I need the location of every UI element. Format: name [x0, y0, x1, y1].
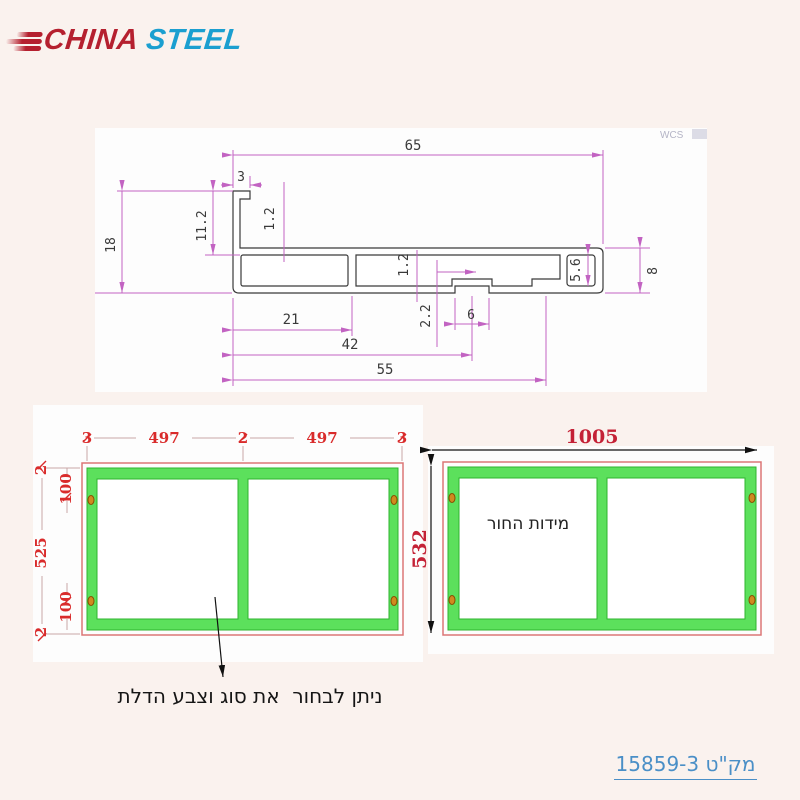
dim-top-497b: 497	[306, 429, 337, 447]
right-frame-hinges	[448, 493, 756, 605]
dim-11.2: 11.2	[195, 210, 210, 241]
right-frame-outer-border	[442, 461, 762, 636]
catalog-number-link[interactable]: מק"ט 15859-3	[613, 752, 758, 780]
hinge-icon	[448, 595, 456, 605]
hole-dimensions-label: מידות החור	[486, 514, 570, 534]
right-frame-door-panel-1	[458, 477, 598, 620]
hinge-icon	[448, 493, 456, 503]
dim-top-497a: 497	[148, 429, 179, 447]
hinge-icon	[748, 493, 756, 503]
left-frame-drawing: 3 497 2 497 3 2 100 525 100 2	[32, 405, 423, 662]
left-frame-door-panel-1	[96, 478, 239, 620]
dim-top-3b: 3	[397, 429, 407, 447]
left-frame-outer-border	[81, 462, 404, 636]
dim-1.2-top: 1.2	[263, 207, 278, 230]
dim-2.2: 2.2	[419, 304, 434, 327]
left-frame-dim-labels: 3 497 2 497 3 2 100 525 100 2	[32, 429, 407, 637]
hinge-icon	[87, 596, 95, 606]
dim-42: 42	[342, 337, 359, 353]
profile-drawing-panel: WCS	[95, 128, 707, 392]
dim-side-2a: 2	[32, 465, 50, 475]
dim-top-2: 2	[238, 429, 248, 447]
hinge-icon	[87, 495, 95, 505]
dim-5.6: 5.6	[569, 258, 584, 281]
profile-dimension-lines	[95, 150, 650, 386]
hinge-icon	[390, 495, 398, 505]
wcs-marker-icon	[692, 129, 707, 139]
profile-left-chamber	[240, 254, 349, 287]
hinge-icon	[748, 595, 756, 605]
dim-6: 6	[467, 308, 475, 323]
right-frame-dim-lines	[420, 446, 757, 633]
dim-65: 65	[405, 138, 422, 154]
wcs-label: WCS	[660, 130, 684, 141]
catalog-number: מק"ט 15859-3	[598, 752, 773, 780]
left-frame-dim-ticks	[37, 433, 407, 642]
hinge-icon	[390, 596, 398, 606]
dim-21: 21	[283, 312, 300, 328]
dim-8: 8	[646, 267, 661, 275]
door-choice-note: ניתן לבחור את סוג וצבע הדלת	[117, 684, 383, 708]
profile-main-chamber	[355, 254, 561, 287]
dim-18: 18	[104, 237, 119, 253]
profile-dimension-labels: 65 3 1.2 11.2 18 1.2 2.2 6 5.6 8 21 42 5…	[104, 138, 661, 378]
left-frame-door-panel-2	[247, 478, 390, 620]
dim-1005: 1005	[566, 426, 619, 448]
dim-1.2-mid: 1.2	[397, 253, 412, 276]
dim-side-100a: 100	[57, 473, 75, 504]
dim-side-100b: 100	[57, 591, 75, 622]
dim-top-3a: 3	[82, 429, 92, 447]
dim-side-525: 525	[32, 537, 50, 568]
dim-3: 3	[237, 170, 245, 185]
right-frame-door-panel-2	[606, 477, 746, 620]
dim-55: 55	[377, 362, 394, 378]
dim-side-2b: 2	[32, 627, 50, 637]
left-frame-hinges	[87, 495, 398, 606]
note-leader-arrow	[214, 596, 226, 678]
dim-532: 532	[409, 529, 431, 569]
left-frame-dim-lines	[41, 437, 403, 635]
right-frame-drawing: 1005 532	[409, 426, 774, 654]
